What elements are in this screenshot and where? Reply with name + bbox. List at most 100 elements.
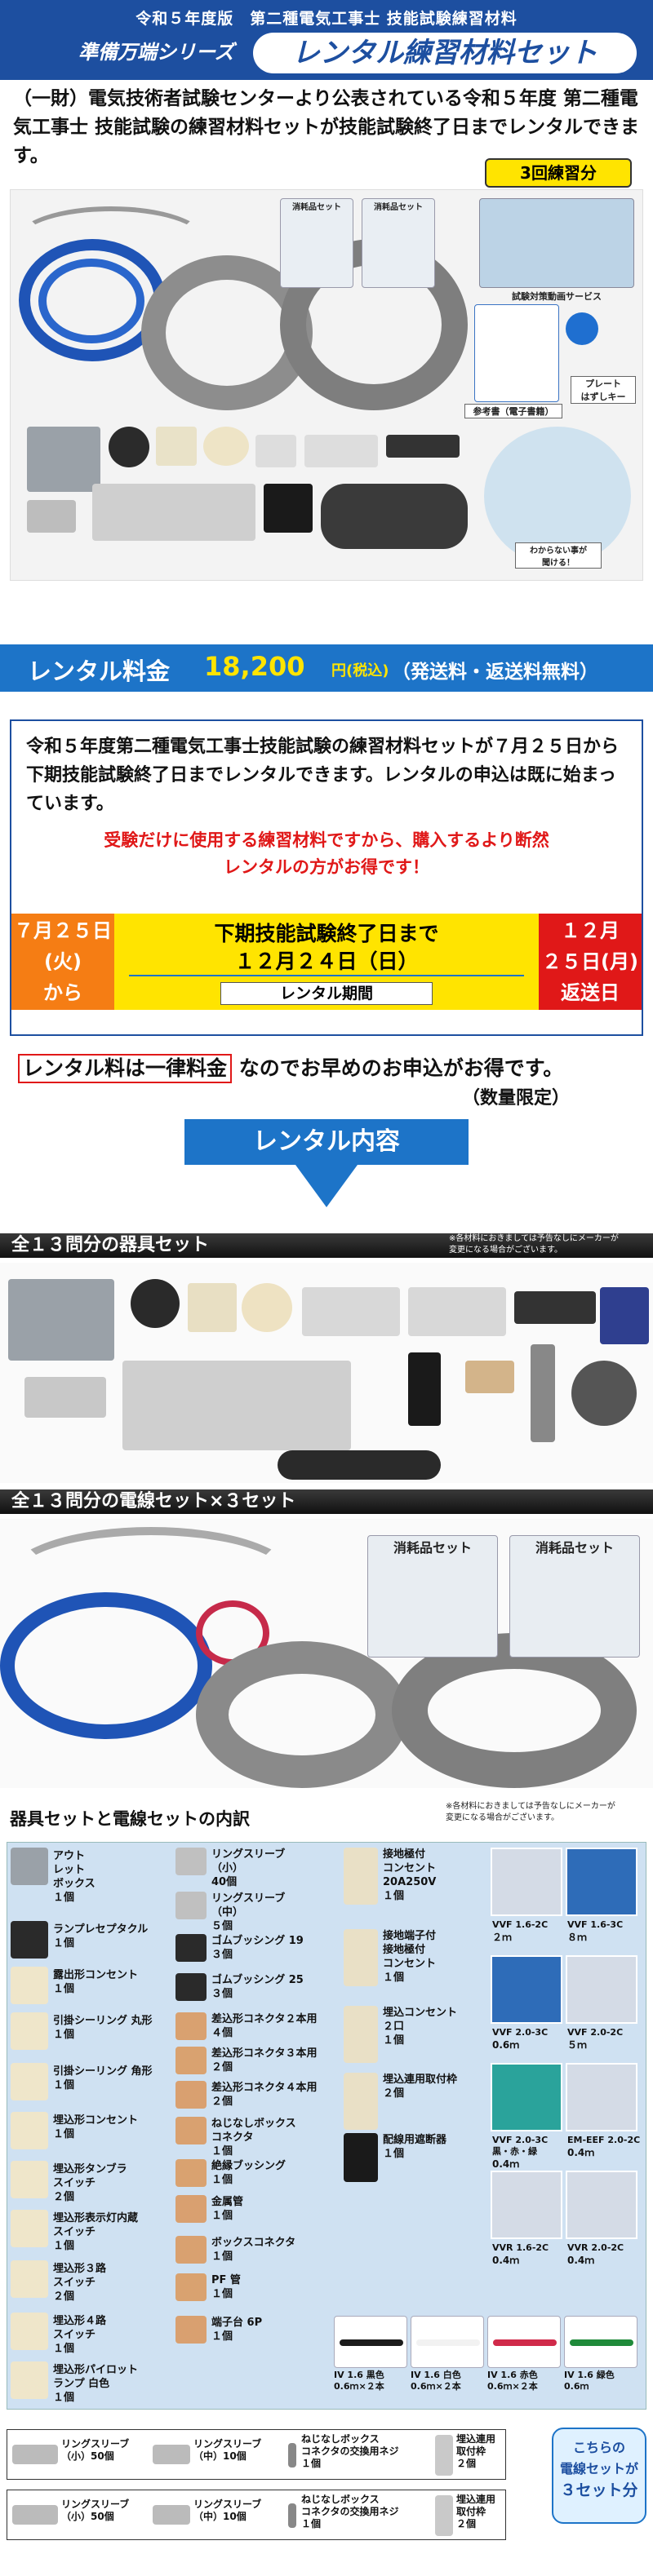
iv-cable-photo bbox=[334, 2316, 407, 2368]
equipment-item: 埋込形タンブラ スイッチ bbox=[53, 2163, 127, 2189]
equipment-item: ゴムブッシング 19 bbox=[211, 1935, 304, 1947]
spare-screw: ねじなしボックス コネクタの交換用ネジ １個 bbox=[301, 2433, 399, 2469]
equipment-photo bbox=[175, 2236, 207, 2264]
equipment-qty: １個 bbox=[53, 1983, 75, 1995]
equipment-item: 差込形コネクタ４本用 bbox=[211, 2082, 318, 2094]
equipment-qty: ２個 bbox=[53, 2191, 75, 2203]
iv-cable-line bbox=[570, 2339, 633, 2346]
cable-qty: 0.4ｍ bbox=[492, 2255, 520, 2266]
cable-qty: ５ｍ bbox=[567, 2039, 588, 2051]
equipment-photo bbox=[11, 2361, 48, 2399]
video-service-label: 試験対策動画サービス bbox=[512, 291, 602, 302]
iv-cable-photo bbox=[411, 2316, 484, 2368]
cable-qty: ２ｍ bbox=[492, 1932, 513, 1943]
sleeves-image bbox=[27, 500, 76, 533]
equipment-qty: ３個 bbox=[211, 1949, 233, 1961]
rubber-bushings-image bbox=[278, 1450, 441, 1480]
period-label: レンタル期間 bbox=[220, 982, 433, 1005]
rental-contents-heading: レンタル内容 bbox=[184, 1119, 469, 1165]
spare-frame: 埋込連用 取付枠 ２個 bbox=[456, 2494, 496, 2530]
section-equipment-note: ※各材料におきましては予告なしにメーカーが 変更になる場合がございます。 bbox=[449, 1234, 619, 1255]
helper-label: わからない事が 聞ける！ bbox=[515, 542, 602, 569]
equipment-photo bbox=[175, 2047, 207, 2074]
cable-qty: 0.4ｍ bbox=[567, 2255, 595, 2266]
cable-qty: 0.4ｍ bbox=[567, 2147, 595, 2158]
equipment-qty: １個 bbox=[53, 1937, 75, 1950]
equipment-qty: １個 bbox=[53, 2343, 75, 2355]
outlet-image bbox=[188, 1283, 237, 1332]
equipment-item: 埋込形表示灯内蔵 スイッチ bbox=[53, 2212, 139, 2238]
gray-arc bbox=[8, 1527, 294, 1625]
cable-qty: 0.6ｍ bbox=[492, 2039, 520, 2051]
equipment-item: 埋込形３路 スイッチ bbox=[53, 2263, 107, 2289]
reference-book-label: 参考書（電子書籍） bbox=[464, 404, 562, 418]
equipment-item: 配線用遮断器 bbox=[383, 2134, 447, 2146]
equipment-item: 埋込形パイロット ランプ 白色 bbox=[53, 2364, 139, 2390]
frame-icon bbox=[435, 2495, 453, 2536]
plate-key-label: プレート はずしキー bbox=[571, 376, 636, 404]
equipment-item: 露出形コンセント bbox=[53, 1969, 139, 1981]
rental-price-banner: レンタル料金 18,200 円(税込) （発送料・返送料無料） bbox=[0, 644, 653, 692]
equipment-qty: １個 bbox=[211, 2288, 233, 2300]
iv-qty: 0.6ｍ×２本 bbox=[411, 2381, 461, 2392]
start-date-box: ７月２５日(火) から 受付開始 bbox=[11, 914, 114, 1035]
iv-item: IV 1.6 白色 bbox=[411, 2370, 461, 2380]
switch-parts-image-2 bbox=[304, 435, 378, 467]
blue-cable-coil-inner bbox=[38, 259, 144, 343]
equipment-photo bbox=[175, 1892, 207, 1919]
equipment-qty: １個 bbox=[211, 2145, 233, 2158]
equipment-photo bbox=[175, 1973, 207, 2001]
sleeve-mid-icon bbox=[153, 2505, 190, 2525]
flat-rate-boxed: レンタル料は一律料金 bbox=[18, 1054, 233, 1083]
equipment-photo bbox=[11, 2313, 48, 2350]
equipment-photo bbox=[11, 2210, 48, 2247]
equipment-qty: ２個 bbox=[53, 2291, 75, 2303]
section-breakdown-note: ※各材料におきましては予告なしにメーカーが 変更になる場合がございます。 bbox=[446, 1802, 615, 1822]
flat-rate-text: レンタル料は一律料金 なのでお早めのお申込がお得です。 bbox=[18, 1052, 646, 1083]
equipment-qty: ３個 bbox=[211, 1988, 233, 2000]
equipment-qty: ２個 bbox=[383, 2087, 405, 2100]
cable-item: VVF 2.0-3C 黒・赤・緑 bbox=[492, 2135, 549, 2157]
spare-sleeve-small: リングスリーブ （小）50個 bbox=[61, 2438, 130, 2462]
equipment-item: 埋込形４路 スイッチ bbox=[53, 2315, 107, 2341]
equipment-qty: １個 bbox=[53, 2128, 75, 2140]
cable-item: VVF 1.6-2C bbox=[492, 1919, 549, 1930]
cable-item: VVF 2.0-2C bbox=[567, 2027, 624, 2038]
period-arrow bbox=[129, 975, 524, 976]
header-line1: 令和５年度版 第二種電気工事士 技能試験練習材料 bbox=[135, 10, 518, 28]
equipment-photo bbox=[11, 2161, 48, 2198]
equipment-qty: １個 bbox=[53, 2029, 75, 2041]
equipment-item: 埋込連用取付枠 bbox=[383, 2074, 458, 2086]
helper-photo bbox=[484, 427, 631, 565]
spare-frame: 埋込連用 取付枠 ２個 bbox=[456, 2433, 496, 2469]
cable-item: EM-EEF 2.0-2C bbox=[567, 2135, 641, 2145]
bushings-image bbox=[571, 1361, 637, 1426]
outlet-image bbox=[156, 427, 197, 466]
hero-product-image: 消耗品セット 消耗品セット 試験対策動画サービス 参考書（電子書籍） プレート … bbox=[10, 189, 643, 581]
gray-cable-arc bbox=[17, 206, 205, 272]
consumables-label-2: 消耗品セット bbox=[374, 203, 423, 212]
cable-item: VVR 2.0-2C bbox=[567, 2242, 624, 2253]
equipment-qty: １個 bbox=[211, 2251, 233, 2263]
equipment-item: 接地極付 コンセント 20A250V bbox=[383, 1848, 437, 1888]
equipment-item: 引掛シーリング 角形 bbox=[53, 2065, 153, 2078]
price-label: レンタル料金 bbox=[28, 657, 171, 685]
intro-text: （一財）電気技術者試験センターより公表されている令和５年度 第二種電気工事士 技… bbox=[13, 88, 640, 166]
cable-photo bbox=[491, 1848, 562, 1916]
equipment-photo bbox=[11, 1967, 48, 2004]
equipment-qty: １個 bbox=[383, 2034, 405, 2047]
iv-item: IV 1.6 黒色 bbox=[334, 2370, 384, 2380]
info-paragraph: 令和５年度第二種電気工事士技能試験の練習材料セットが７月２５日から下期技能試験終… bbox=[26, 737, 620, 814]
equipment-item: 埋込コンセント ２口 bbox=[383, 2007, 458, 2033]
gray-cable-coil-1 bbox=[196, 1641, 408, 1788]
metal-tube-image bbox=[531, 1344, 555, 1442]
price-value: 18,200 bbox=[204, 651, 305, 682]
cable-item: VVR 1.6-2C bbox=[492, 2242, 549, 2253]
equipment-photo bbox=[175, 2316, 207, 2344]
equipment-item: 差込形コネクタ３本用 bbox=[211, 2047, 318, 2060]
return-date-box: １２月 ２５日(月) 返送日 bbox=[539, 914, 642, 1010]
equipment-item: 絶縁ブッシング bbox=[211, 2160, 287, 2172]
equipment-qty: １個 bbox=[53, 1892, 75, 1904]
